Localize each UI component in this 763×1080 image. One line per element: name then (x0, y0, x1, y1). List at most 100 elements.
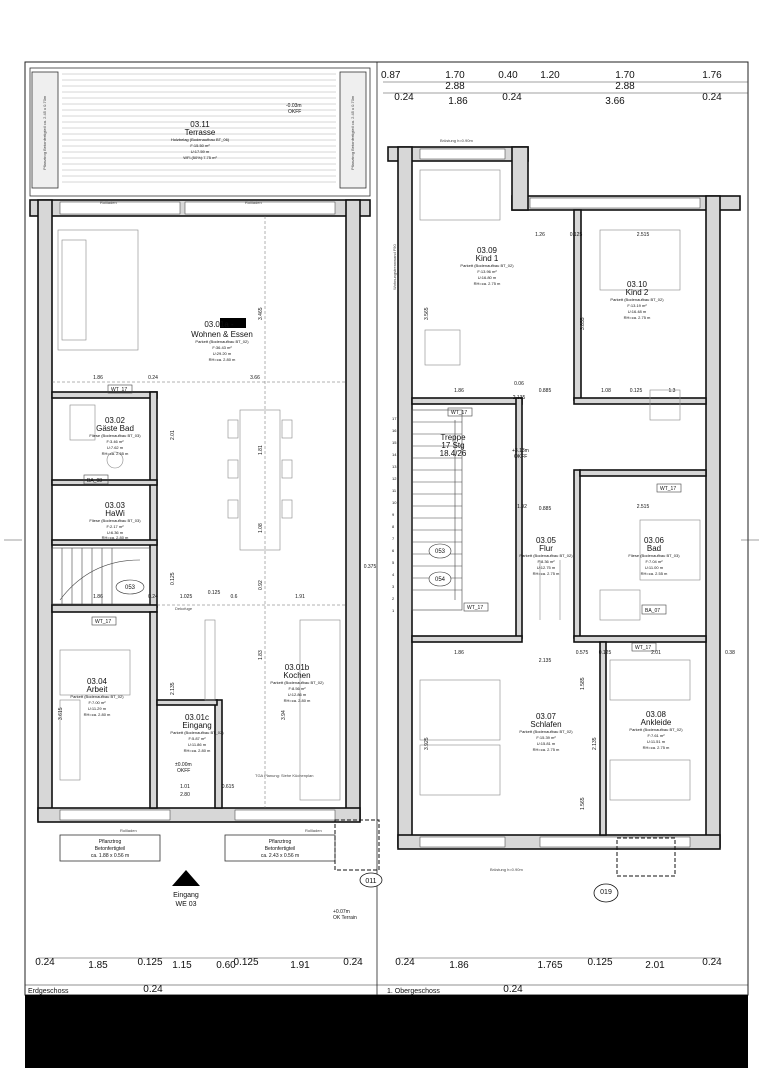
svg-text:RH=ca. 2.80 m: RH=ca. 2.80 m (102, 535, 129, 540)
upper-bottom-dims: 0.24 1.86 1.765 0.125 2.01 0.24 0.24 (395, 957, 722, 995)
svg-text:0.125: 0.125 (630, 388, 643, 394)
svg-text:Fliese (Bodenaufbau BT_03): Fliese (Bodenaufbau BT_03) (89, 433, 141, 438)
svg-text:HaWi: HaWi (105, 509, 125, 518)
ground-wall-int-4 (51, 539, 158, 546)
upper-section-number: 019 (600, 889, 612, 896)
svg-text:0.24: 0.24 (143, 984, 163, 995)
ground-wall-int-2 (149, 391, 158, 608)
bruestung-top: Brüstung h=0.90m (440, 138, 473, 143)
entrance-sublabel: WE 03 (175, 901, 196, 908)
room-ankleide: 03.08 Ankleide Parkett (Bodenaufbau BT_0… (629, 710, 683, 750)
svg-text:1.91: 1.91 (290, 960, 310, 971)
svg-text:F:13.19 m²: F:13.19 m² (627, 303, 647, 308)
svg-text:3.94: 3.94 (281, 710, 287, 720)
svg-text:2.80: 2.80 (180, 792, 190, 798)
svg-text:RH=ca. 2.80 m: RH=ca. 2.80 m (284, 698, 311, 703)
svg-text:1.01: 1.01 (180, 784, 190, 790)
svg-text:Parkett (Bodenaufbau BT_02): Parkett (Bodenaufbau BT_02) (195, 339, 249, 344)
entrance-arrow-icon (172, 870, 200, 886)
ground-wt-tag-1-box (107, 384, 133, 394)
front-planter-1 (59, 834, 161, 862)
svg-text:10: 10 (392, 500, 397, 505)
svg-text:9: 9 (392, 512, 395, 517)
svg-text:7: 7 (392, 536, 395, 541)
svg-text:03.01b: 03.01b (285, 663, 310, 672)
svg-text:U:16.48 m: U:16.48 m (628, 309, 647, 314)
upper-window-2 (529, 197, 701, 209)
svg-text:F:7.00 m²: F:7.00 m² (88, 700, 106, 705)
planter-left (31, 71, 59, 189)
room-kochen: 03.01b Kochen Parkett (Bodenaufbau BT_02… (270, 663, 324, 703)
svg-text:2.135: 2.135 (592, 737, 598, 750)
upper-floor: 0.87 1.70 0.40 1.20 1.70 1.76 2.88 2.88 … (381, 70, 748, 995)
room-kind-2: 03.10 Kind 2 Parkett (Bodenaufbau BT_02)… (610, 280, 664, 320)
svg-text:3.565: 3.565 (424, 307, 430, 320)
planter-right (339, 71, 367, 189)
ground-floor: Pflanztrog Betonfertigteil ca. 2.45 x 0.… (28, 67, 383, 995)
svg-text:F:3.46 m²: F:3.46 m² (106, 439, 124, 444)
svg-text:2.01: 2.01 (645, 960, 665, 971)
upper-wall-int-4 (515, 397, 523, 639)
rollladen-top-1: Rollladen (100, 200, 117, 205)
svg-text:3.66: 3.66 (605, 96, 625, 107)
svg-text:0.24: 0.24 (503, 984, 523, 995)
ground-stair (51, 547, 151, 605)
upper-level-value: +3.13m (512, 448, 529, 454)
ground-wt-tag-2-box (91, 616, 117, 626)
svg-text:RH=ca. 2.80 m: RH=ca. 2.80 m (209, 357, 236, 362)
svg-text:0.125: 0.125 (137, 957, 162, 968)
svg-text:2.01: 2.01 (651, 650, 661, 656)
ground-furniture (57, 229, 341, 801)
terrace-area (29, 67, 371, 197)
ground-window-2 (184, 201, 336, 215)
svg-text:1.76: 1.76 (702, 70, 722, 81)
tga-note: TGA Planung: Siehe Küchenplan (255, 773, 314, 778)
svg-text:0.575: 0.575 (576, 650, 589, 656)
upper-ba-tag: BA_07 (645, 608, 660, 614)
upper-stair (411, 409, 463, 611)
upper-furniture (419, 169, 701, 801)
ground-section-box (334, 819, 380, 871)
svg-text:03.02: 03.02 (105, 416, 126, 425)
room-arbeit: 03.04 Arbeit Parkett (Bodenaufbau BT_02)… (70, 677, 124, 717)
ground-wt-tag-2: WT_17 (95, 619, 111, 625)
svg-text:RH=ca. 2.75 m: RH=ca. 2.75 m (533, 571, 560, 576)
svg-text:1.70: 1.70 (445, 70, 465, 81)
svg-text:U:17.59 m: U:17.59 m (191, 149, 210, 154)
upper-wt-tag-3: WT_17 (467, 605, 483, 611)
front-planter-1-l3: ca. 1.88 x 0.56 m (91, 853, 129, 859)
svg-text:F:8.36 m²: F:8.36 m² (537, 559, 555, 564)
svg-text:03.09: 03.09 (477, 246, 498, 255)
upper-stair-number-1: 053 (435, 549, 446, 555)
svg-text:03.07: 03.07 (536, 712, 557, 721)
svg-text:1.585: 1.585 (580, 677, 586, 690)
ground-stair-number: 053 (125, 585, 136, 591)
svg-text:F:7.61 m²: F:7.61 m² (647, 733, 665, 738)
ground-section-number: 011 (365, 878, 376, 885)
ground-wt-tag-1: WT_17 (111, 387, 127, 393)
svg-text:1.765: 1.765 (537, 960, 562, 971)
svg-text:3: 3 (392, 584, 395, 589)
svg-text:03.04: 03.04 (87, 677, 108, 686)
svg-text:1.85: 1.85 (88, 960, 108, 971)
svg-text:11: 11 (392, 488, 397, 493)
upper-wall-int-5 (573, 469, 581, 639)
upper-stair-step-numbers: 17 16 15 14 13 12 11 10 9 8 7 6 5 4 3 2 … (392, 416, 397, 613)
svg-text:3.925: 3.925 (424, 737, 430, 750)
upper-window-3 (419, 836, 506, 848)
svg-text:0.885: 0.885 (539, 388, 552, 394)
svg-text:12: 12 (392, 476, 397, 481)
svg-text:1.92: 1.92 (517, 504, 527, 510)
svg-text:03.03: 03.03 (105, 501, 126, 510)
svg-text:0.24: 0.24 (702, 92, 722, 103)
svg-text:Eingang: Eingang (182, 721, 211, 730)
svg-text:17: 17 (392, 416, 397, 421)
svg-text:0.24: 0.24 (343, 957, 363, 968)
ground-wall-int-3 (51, 479, 158, 486)
svg-text:Treppe: Treppe (440, 433, 466, 442)
svg-text:Kochen: Kochen (283, 671, 310, 680)
svg-text:U:6.36 m: U:6.36 m (107, 530, 124, 535)
svg-text:1.86: 1.86 (454, 388, 464, 394)
svg-text:0.24: 0.24 (148, 375, 158, 381)
svg-text:0.38: 0.38 (725, 650, 735, 656)
